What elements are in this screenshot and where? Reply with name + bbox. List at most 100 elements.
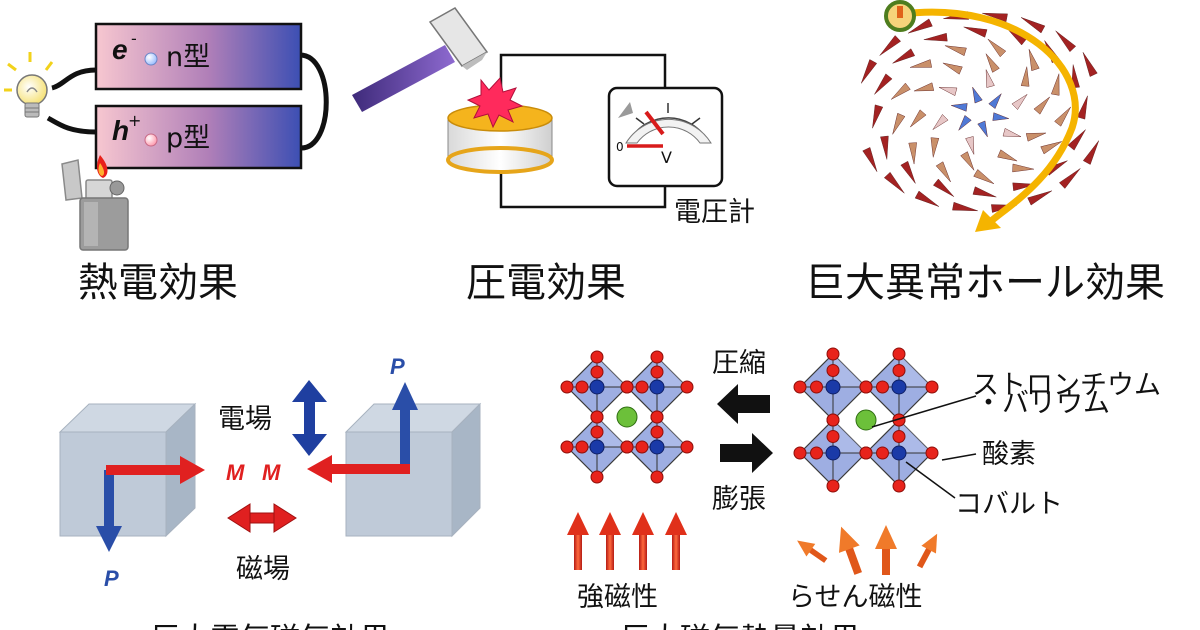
spin-vector [997, 149, 1018, 162]
cobalt-leader-line [905, 461, 956, 499]
right-octahedron-face [899, 354, 932, 387]
spin-vector [1071, 64, 1080, 89]
spin-vector [1059, 168, 1081, 189]
spin-vector [891, 82, 911, 100]
anomalous-hall-panel: 巨大異常ホール効果 [805, 0, 1165, 306]
left-oxygen-atom [590, 470, 604, 484]
left-polarization-arrow [104, 470, 114, 528]
m-label-left: M [226, 460, 245, 485]
compress-label: 圧縮 [712, 348, 766, 379]
spin-vector [872, 104, 884, 129]
spin-vector [973, 169, 995, 184]
spin-vector [972, 186, 997, 198]
left-oxygen-atom [650, 470, 664, 484]
sr-ba-label-line2: ・バリウム [975, 388, 1110, 419]
thermoelectric-title: 熱電効果 [78, 260, 238, 306]
spin-vector [958, 115, 972, 131]
spin-vector [908, 142, 917, 165]
left-oxygen-atom [560, 440, 574, 454]
electric-field-label: 電場 [218, 404, 272, 435]
spin-vector [880, 135, 889, 160]
right-cobalt-atom [891, 379, 907, 395]
left-oxygen-atom [650, 365, 664, 379]
left-oxygen-atom [650, 350, 664, 364]
left-oxygen-atom [590, 365, 604, 379]
left-oxygen-atom [650, 410, 664, 424]
spin-vector [952, 201, 978, 212]
spin-vector [965, 136, 975, 155]
electric-field-arrow [292, 380, 327, 456]
bottom-band: 巨大電気磁気効果 巨大磁気熱量効果 [150, 622, 860, 630]
left-oxygen-atom [590, 350, 604, 364]
spin-vector [1020, 17, 1046, 34]
hall-trajectory-head [975, 210, 1001, 232]
compress-arrow [717, 384, 770, 424]
spin-vector [892, 112, 906, 135]
right-oxygen-atom [925, 380, 939, 394]
spin-vector [1067, 129, 1086, 151]
band-right-text: 巨大磁気熱量効果 [620, 622, 860, 630]
piezoelectric-title: 圧電効果 [466, 260, 626, 306]
voltmeter-icon: 0 V [607, 86, 724, 188]
spin-vector [960, 151, 975, 171]
left-p-label: P [104, 566, 119, 591]
p-type-bar [94, 104, 303, 170]
spin-vector [988, 93, 1002, 109]
spin-vector [935, 161, 951, 183]
right-octahedron-face [899, 420, 932, 453]
spin-vector [1033, 96, 1050, 115]
spin-vector [1002, 128, 1022, 137]
left-oxygen-atom [635, 380, 649, 394]
spin-vector [900, 160, 916, 184]
spin-vector [914, 190, 940, 207]
spin-vector [1025, 132, 1047, 142]
right-oxygen-atom [876, 380, 889, 394]
meter-needle [644, 110, 665, 136]
spin-vector [874, 73, 893, 95]
right-oxygen-atom [892, 347, 906, 361]
left-cobalt-atom [589, 439, 605, 455]
meter-unit-label: V [661, 148, 672, 167]
ferro-spin-head [599, 512, 621, 535]
oxygen-leader-line [941, 453, 977, 461]
n-type-label: n型 [166, 42, 210, 73]
helical-magnetism-label: らせん磁性 [788, 582, 922, 613]
spin-vector [933, 178, 955, 197]
left-oxygen-atom [635, 440, 649, 454]
left-oxygen-atom [620, 380, 634, 394]
helical-spin-arrow [797, 540, 828, 563]
expand-label: 膨張 [712, 484, 766, 515]
spin-vector [977, 120, 988, 138]
helical-lattice [793, 347, 939, 493]
sr-leader-line [871, 395, 977, 428]
helical-spin-arrows [797, 525, 938, 575]
light-bulb-icon [4, 52, 54, 118]
right-oxygen-atom [892, 364, 906, 377]
left-oxygen-atom [680, 380, 694, 394]
skyrmion-spin-field [861, 11, 1099, 213]
spin-vector [1054, 106, 1071, 127]
impact-burst-icon [466, 76, 524, 129]
ferro-spin-arrow [606, 532, 614, 570]
helical-spin-arrow [916, 533, 938, 569]
spin-vector [879, 35, 901, 56]
band-left-text: 巨大電気磁気効果 [150, 622, 390, 630]
multiferroic-panel: P P M M 電場 磁場 [58, 354, 482, 591]
left-cobalt-atom [649, 379, 665, 395]
spin-vector [1082, 52, 1098, 77]
spin-vector [972, 86, 983, 104]
right-p-label: P [390, 354, 405, 379]
spin-vector [985, 69, 995, 88]
oxygen-label: 酸素 [982, 439, 1036, 470]
right-oxygen-atom [826, 430, 840, 443]
helical-spin-arrow [838, 526, 862, 575]
right-oxygen-atom [793, 446, 807, 460]
right-oxygen-atom [892, 430, 906, 443]
left-oxygen-atom [560, 380, 574, 394]
p-carrier-sign: + [128, 111, 141, 130]
hole-dot [144, 133, 158, 147]
spin-vector [963, 26, 988, 38]
perovskite-panel: 圧縮 膨張 ストロンチウム ・バリウム 酸素 コバルト 強磁性 らせん磁性 [560, 347, 1161, 613]
ferro-spin-arrow [672, 532, 680, 570]
